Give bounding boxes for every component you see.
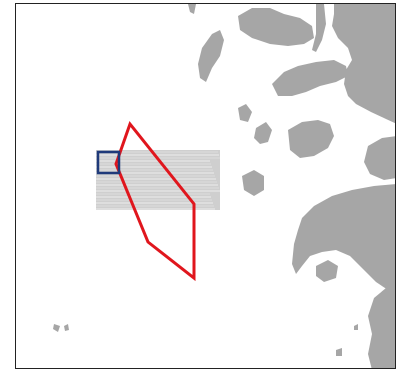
land-fragment-top [188,4,196,14]
land-masses [53,4,395,368]
land-island-nw [198,30,224,82]
land-dot-2 [354,324,358,330]
land-islet-3 [242,170,264,196]
land-dot-4 [64,324,69,331]
land-top-right [332,4,395,124]
land-east-chunk [364,136,395,180]
land-islet-1 [238,104,252,122]
detail-inset-box[interactable] [96,150,121,175]
map-canvas[interactable] [16,4,396,369]
land-east-large [292,184,395,294]
land-island-center [288,120,334,158]
land-bay-island [316,260,338,282]
land-islet-2 [254,122,272,144]
land-dot-1 [336,348,342,356]
land-dot-3 [53,324,60,332]
land-peninsula-mid [272,60,348,96]
land-spit-top [312,4,326,52]
survey-swath [96,150,220,210]
map-frame [15,3,396,369]
land-south-east [368,286,395,368]
land-top-center [238,8,314,46]
